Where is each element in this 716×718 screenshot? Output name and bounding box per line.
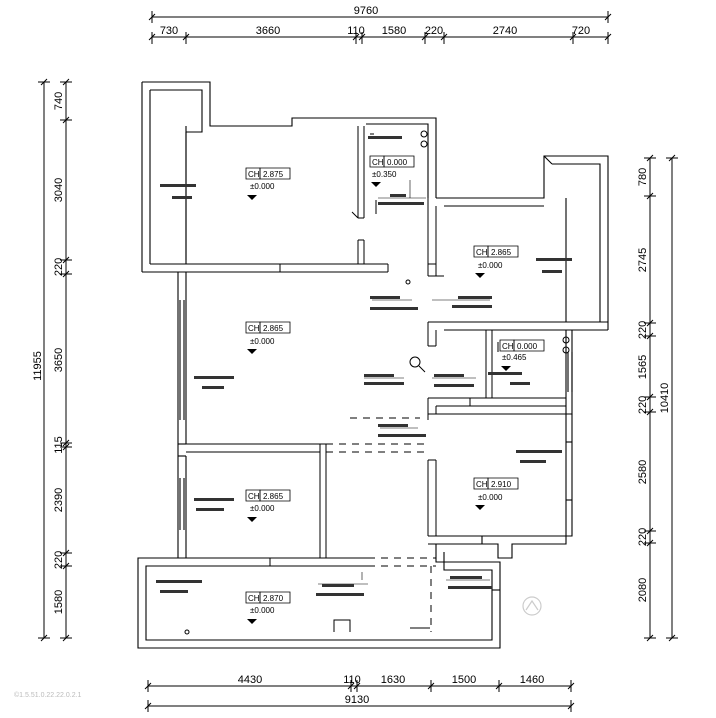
left-dim-7: 220 xyxy=(53,551,65,569)
right-dim-5: 220 xyxy=(637,396,649,414)
ch-label: CH xyxy=(248,324,260,333)
ceiling-height: 2.910 xyxy=(491,480,512,489)
level-tag-bedroom-3: CH 2.865 ±0.000 xyxy=(246,490,290,522)
bottom-dim-1: 4430 xyxy=(238,674,262,686)
ch-label: CH xyxy=(476,248,488,257)
left-dim-5: 115 xyxy=(53,436,65,454)
top-dim-2: 3660 xyxy=(256,25,280,37)
right-dim-7: 220 xyxy=(637,528,649,546)
interior-walls xyxy=(186,126,566,566)
bottom-dim-5: 1460 xyxy=(520,674,544,686)
ceiling-height: 2.865 xyxy=(263,324,284,333)
fixtures xyxy=(184,130,570,635)
ceiling-height: 0.000 xyxy=(517,342,538,351)
ceiling-height: 0.000 xyxy=(387,158,408,167)
level-tag-kitchen: CH 0.000 ±0.350 xyxy=(370,156,414,187)
left-dim-4: 3650 xyxy=(53,348,65,372)
ch-label: CH xyxy=(372,158,384,167)
right-dimension-chain xyxy=(644,155,678,641)
bottom-dim-2: 110 xyxy=(343,674,361,686)
right-dim-4: 1565 xyxy=(637,355,649,379)
ceiling-height: 2.875 xyxy=(263,170,284,179)
top-dimension-chain xyxy=(149,11,611,44)
right-dim-2: 2745 xyxy=(637,248,649,272)
bottom-dim-4: 1500 xyxy=(452,674,476,686)
ch-label: CH xyxy=(248,170,260,179)
level-tag-bedroom-1: CH 2.875 ±0.000 xyxy=(246,168,290,200)
ceiling-height: 2.870 xyxy=(263,594,284,603)
level-tag-bedroom-2: CH 2.865 ±0.000 xyxy=(474,246,518,278)
level-tag-balcony: CH 2.870 ±0.000 xyxy=(246,592,290,624)
left-dimension-chain xyxy=(38,79,72,641)
right-dim-6: 2580 xyxy=(637,460,649,484)
right-dim-1: 780 xyxy=(637,168,649,186)
bottom-dim-3: 1630 xyxy=(381,674,405,686)
ceiling-height: 2.865 xyxy=(491,248,512,257)
ceiling-height: 2.865 xyxy=(263,492,284,501)
ch-label: CH xyxy=(248,492,260,501)
top-dim-1: 730 xyxy=(160,25,178,37)
floor-level: ±0.000 xyxy=(478,493,503,502)
left-dim-3: 220 xyxy=(53,258,65,276)
floor-level: ±0.350 xyxy=(372,170,397,179)
watermark: ©1.5.51.0.22.22.0.2.1 xyxy=(14,691,82,699)
left-dim-1: 740 xyxy=(53,92,65,110)
right-dim-8: 2080 xyxy=(637,578,649,602)
watermark-logo-icon xyxy=(522,596,542,616)
ch-label: CH xyxy=(476,480,488,489)
floor-level: ±0.000 xyxy=(478,261,503,270)
outer-walls xyxy=(138,82,608,648)
top-total-dim: 9760 xyxy=(354,5,378,17)
floor-level: ±0.000 xyxy=(250,504,275,513)
level-tag-bedroom-4: CH 2.910 ±0.000 xyxy=(474,478,518,510)
right-dim-3: 220 xyxy=(637,321,649,339)
top-dim-4: 1580 xyxy=(382,25,406,37)
level-tag-bathroom: CH 0.000 ±0.465 xyxy=(500,340,544,371)
bottom-total-dim: 9130 xyxy=(345,694,369,706)
bottom-dimension-chain xyxy=(145,680,574,712)
annotation-marks xyxy=(156,136,572,596)
floor-level: ±0.000 xyxy=(250,182,275,191)
floor-level: ±0.000 xyxy=(250,606,275,615)
top-dim-3: 110 xyxy=(347,25,365,37)
level-tag-living-room: CH 2.865 ±0.000 xyxy=(246,322,290,354)
left-total-dim: 11955 xyxy=(32,351,44,381)
ch-label: CH xyxy=(502,342,514,351)
left-dim-2: 3040 xyxy=(53,178,65,202)
top-dim-7: 720 xyxy=(572,25,590,37)
right-total-dim: 10410 xyxy=(659,383,671,414)
magnifier-icon xyxy=(409,356,425,372)
floor-level: ±0.465 xyxy=(502,353,527,362)
top-dim-6: 2740 xyxy=(493,25,517,37)
floor-level: ±0.000 xyxy=(250,337,275,346)
left-dim-6: 2390 xyxy=(53,488,65,512)
left-dim-8: 1580 xyxy=(53,590,65,614)
ch-label: CH xyxy=(248,594,260,603)
dashed-openings xyxy=(326,418,436,632)
top-dim-5: 220 xyxy=(425,25,443,37)
